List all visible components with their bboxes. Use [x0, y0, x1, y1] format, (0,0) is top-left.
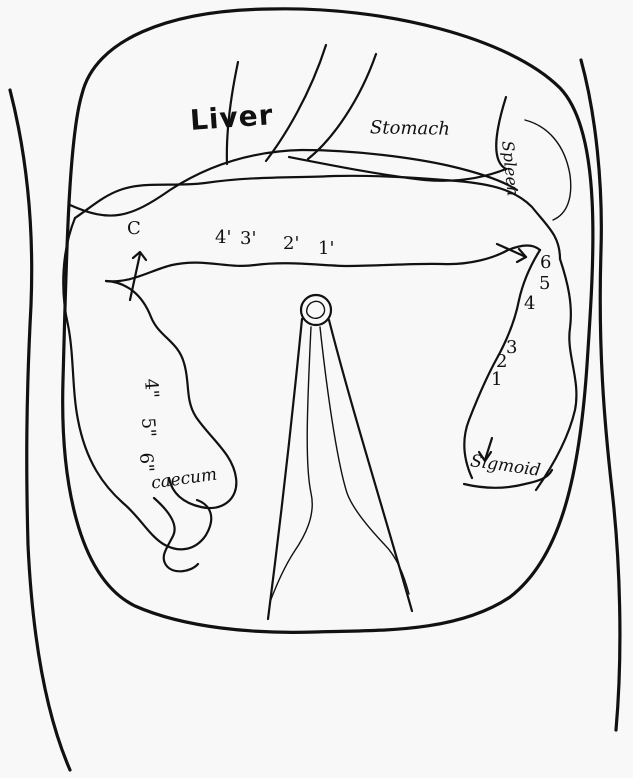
transverse-marker-2: 2': [283, 235, 299, 253]
left-torso-outline: [10, 90, 70, 770]
ascending-marker-5: 5": [138, 417, 157, 438]
stomach-label: Stomach: [370, 119, 450, 138]
ascending-marker-4: 4": [141, 378, 160, 399]
transverse-marker-1: 1': [318, 240, 334, 258]
transverse-marker-c: C: [127, 220, 141, 238]
caecum-lower-loop: [154, 498, 198, 571]
descending-marker-6: 6: [540, 254, 551, 272]
retractor-left-arm: [268, 319, 302, 619]
ascending-marker-6: 6": [136, 452, 155, 473]
descending-marker-3: 3: [506, 339, 517, 357]
spleen-label: Spleen: [499, 140, 521, 197]
liver-divider-2: [266, 45, 326, 161]
retractor-ring: [301, 295, 331, 325]
descending-marker-5: 5: [539, 275, 550, 293]
spleen-outline: [525, 120, 571, 220]
transverse-marker-4: 4': [215, 229, 231, 247]
descending-marker-4: 4: [524, 295, 535, 313]
transverse-marker-3: 3': [240, 230, 256, 248]
retractor-inner-ring: [307, 301, 325, 318]
liver-lower-border: [70, 150, 517, 216]
liver-label: Liver: [189, 101, 274, 135]
descending-marker-1: 1: [491, 371, 502, 389]
